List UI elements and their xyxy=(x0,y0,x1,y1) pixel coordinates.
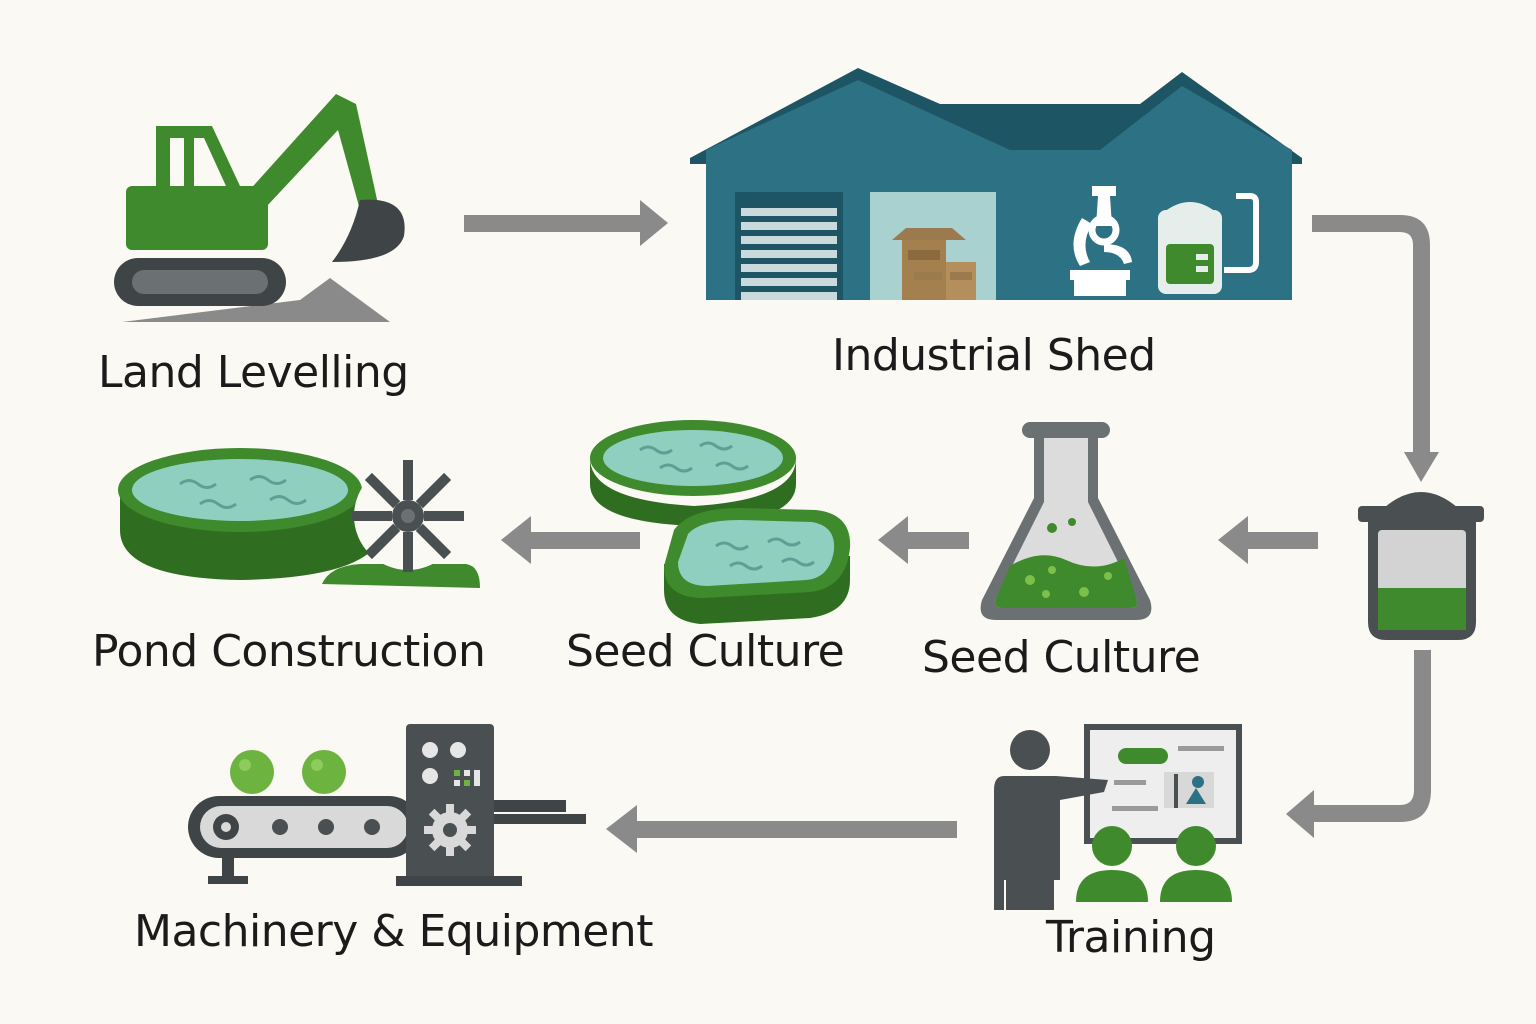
gear-icon xyxy=(424,804,476,856)
flask-icon xyxy=(980,422,1152,620)
label-pond-construction: Pond Construction xyxy=(92,626,486,677)
arrow-land-to-shed xyxy=(464,200,668,246)
arrow-training-to-machinery xyxy=(606,805,957,853)
label-seed-culture-flask: Seed Culture xyxy=(922,632,1201,683)
arrow-ponds-to-pond-construction xyxy=(501,516,640,564)
presentation-icon xyxy=(994,724,1242,910)
tank-icon xyxy=(1158,193,1259,294)
excavator-icon xyxy=(114,94,405,322)
label-land-levelling: Land Levelling xyxy=(98,347,409,398)
warehouse-icon xyxy=(690,68,1302,300)
arrow-shed-to-bioreactor xyxy=(1312,215,1439,482)
flow-arrows xyxy=(464,200,1439,853)
conveyor-machine-icon xyxy=(188,724,586,886)
arrow-flask-to-ponds xyxy=(878,516,969,564)
raceway-pond-icon xyxy=(118,448,480,588)
label-seed-culture-ponds: Seed Culture xyxy=(566,626,845,677)
arrow-bioreactor-to-flask xyxy=(1218,516,1318,564)
microscope-icon xyxy=(1070,186,1132,296)
label-machinery-equipment: Machinery & Equipment xyxy=(134,906,653,957)
label-industrial-shed: Industrial Shed xyxy=(832,330,1156,381)
paddle-wheel-icon xyxy=(322,460,480,588)
ponds-icon xyxy=(590,420,851,624)
bioreactor-icon xyxy=(1358,492,1484,640)
arrow-bioreactor-to-training xyxy=(1286,650,1431,838)
label-training: Training xyxy=(1046,912,1216,963)
